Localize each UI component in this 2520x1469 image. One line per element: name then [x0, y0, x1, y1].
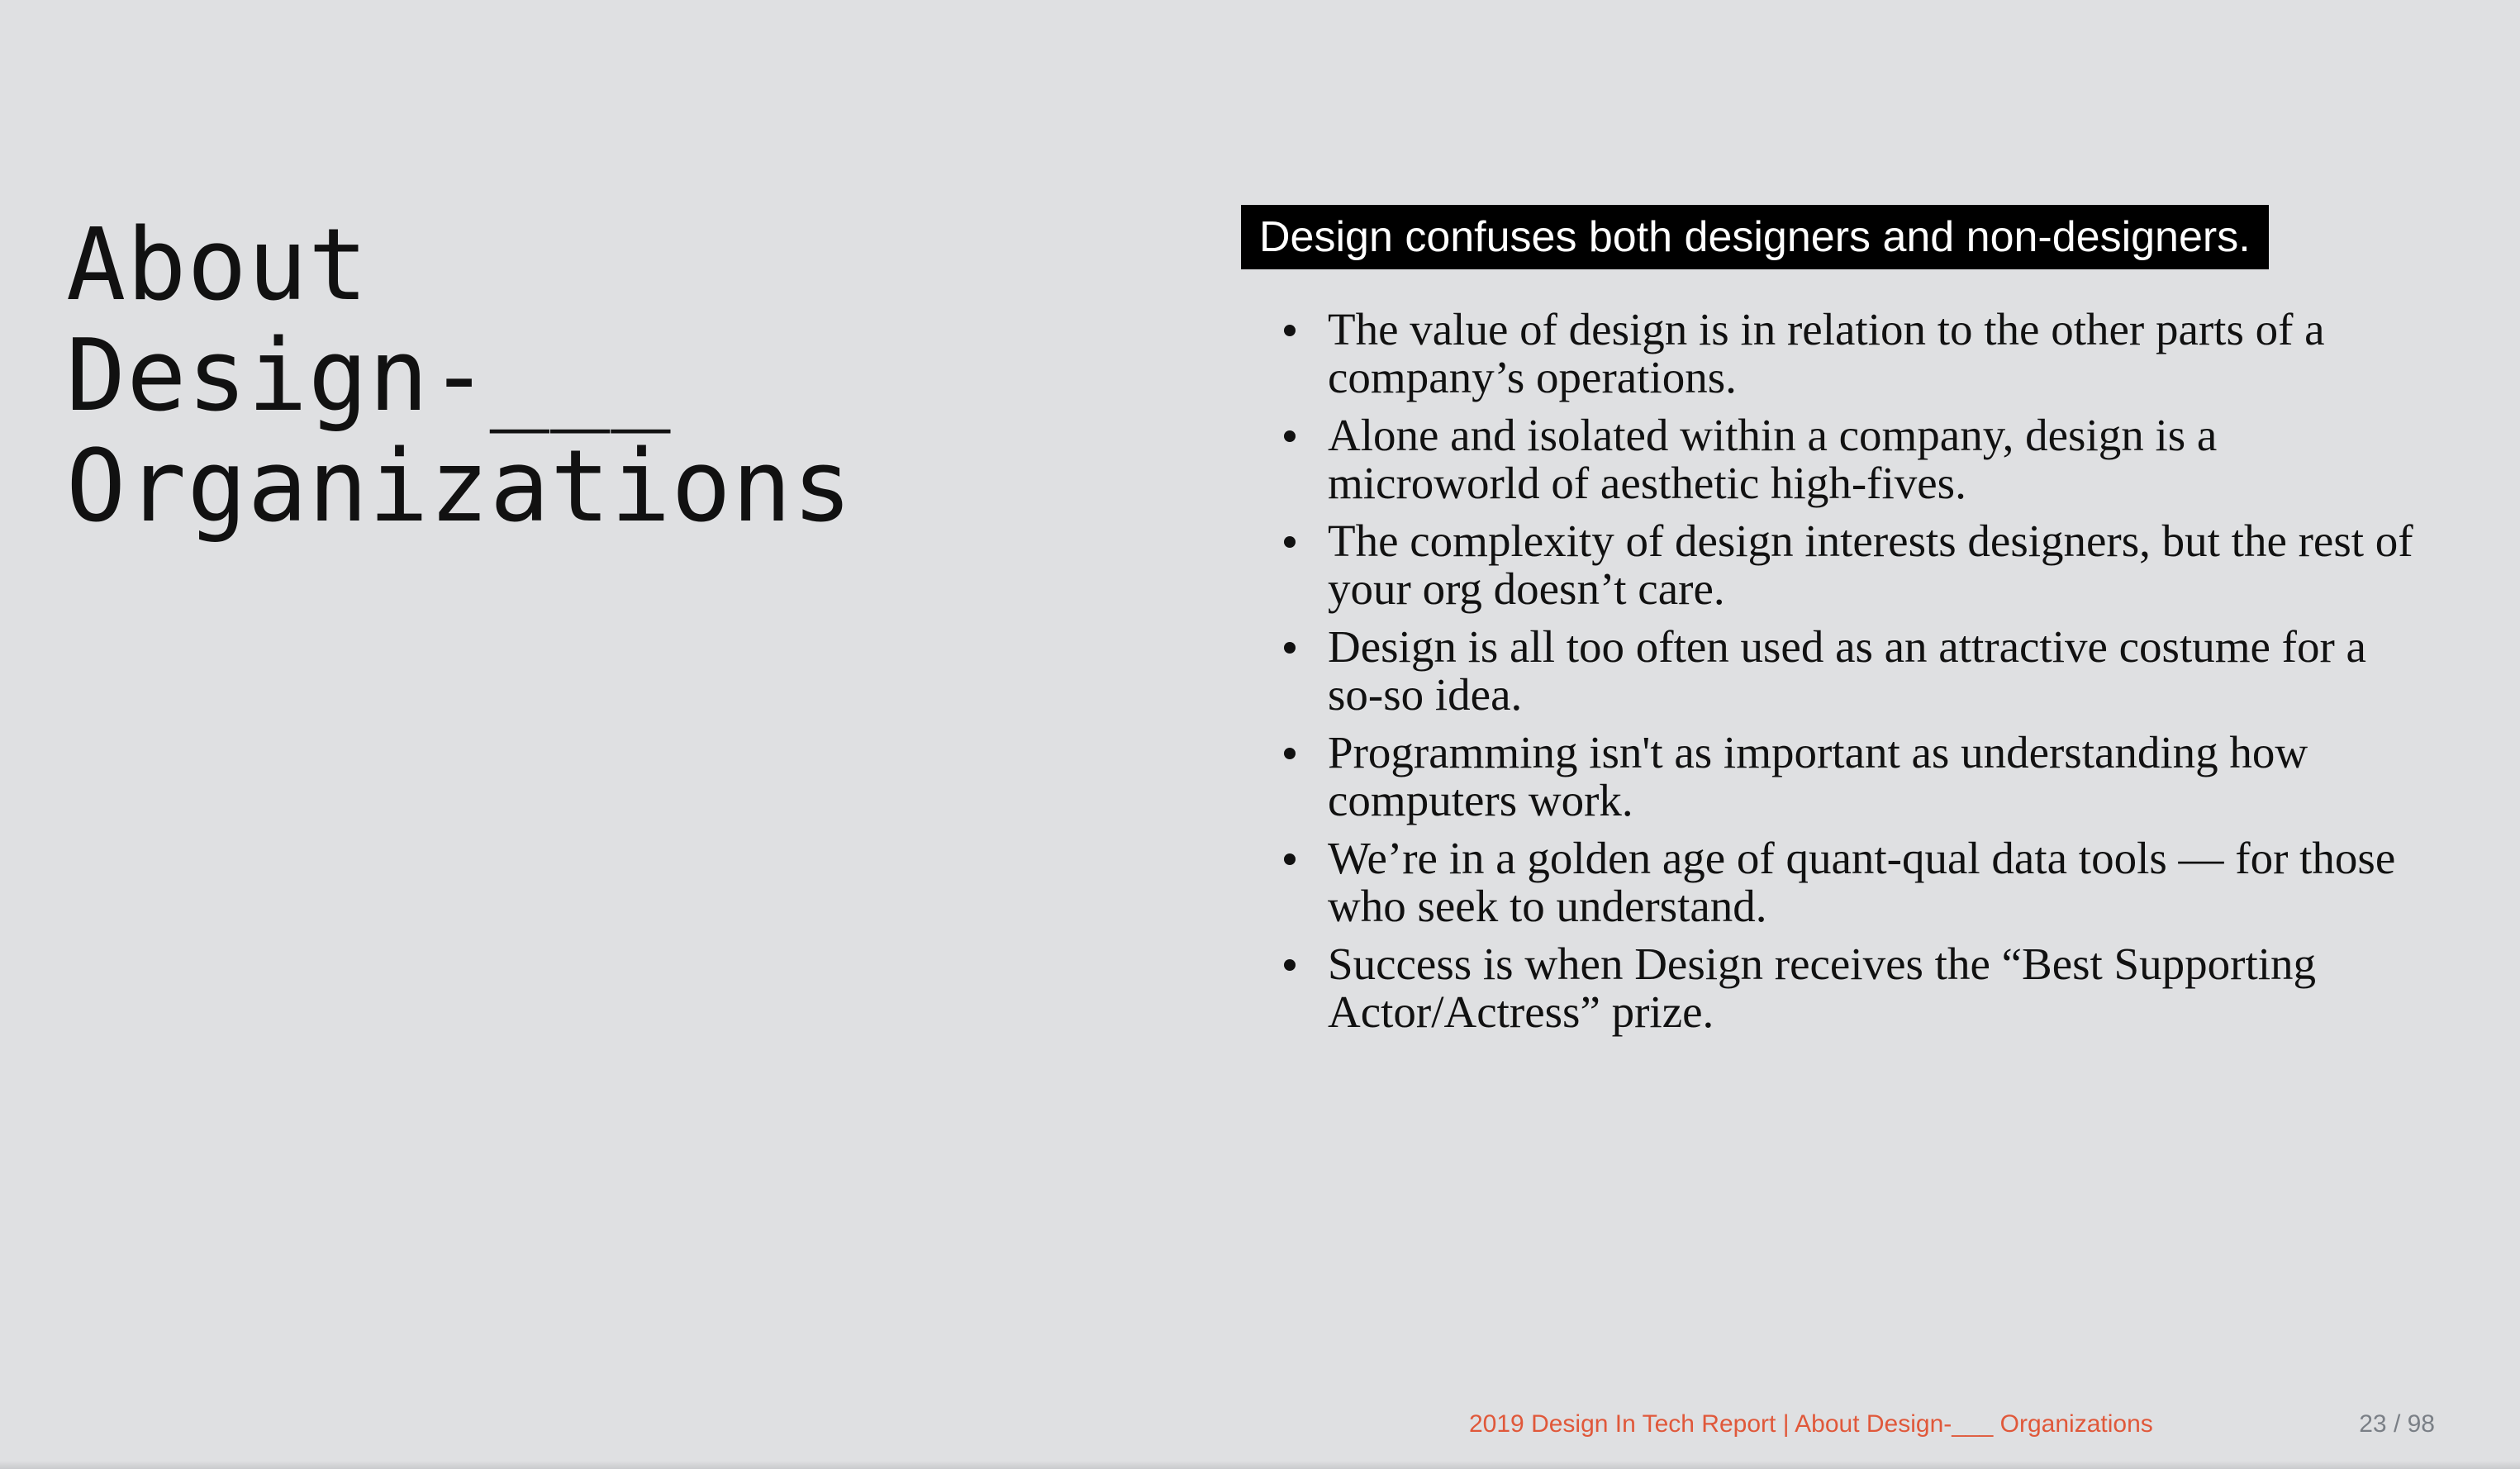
bullet-dot-icon — [1284, 748, 1296, 759]
bullet-text: The value of design is in relation to th… — [1328, 304, 2325, 402]
bullet-text: Design is all too often used as an attra… — [1328, 621, 2366, 720]
content-column: Design confuses both designers and non-d… — [1241, 205, 2431, 1046]
bullet-list: The value of design is in relation to th… — [1241, 306, 2431, 1036]
bottom-divider — [0, 1461, 2520, 1469]
bullet-dot-icon — [1284, 430, 1296, 442]
title-line-2: Design-___ — [66, 319, 672, 434]
title-line-3: Organizations — [66, 430, 853, 544]
bullet-dot-icon — [1284, 325, 1296, 336]
headline-banner: Design confuses both designers and non-d… — [1241, 205, 2269, 269]
bullet-dot-icon — [1284, 642, 1296, 654]
bullet-dot-icon — [1284, 536, 1296, 548]
bullet-text: Success is when Design receives the “Bes… — [1328, 939, 2317, 1037]
list-item: The value of design is in relation to th… — [1241, 306, 2431, 402]
list-item: Success is when Design receives the “Bes… — [1241, 940, 2431, 1036]
list-item: We’re in a golden age of quant-qual data… — [1241, 834, 2431, 930]
bullet-text: Programming isn't as important as unders… — [1328, 727, 2308, 825]
list-item: Design is all too often used as an attra… — [1241, 623, 2431, 719]
list-item: The complexity of design interests desig… — [1241, 517, 2431, 613]
bullet-dot-icon — [1284, 959, 1296, 971]
list-item: Alone and isolated within a company, des… — [1241, 411, 2431, 507]
footer-report-link[interactable]: 2019 Design In Tech Report | About Desig… — [1469, 1410, 2153, 1438]
title-line-1: About — [66, 208, 369, 323]
page-number: 23 / 98 — [2359, 1410, 2435, 1438]
list-item: Programming isn't as important as unders… — [1241, 729, 2431, 825]
bullet-text: The complexity of design interests desig… — [1328, 516, 2413, 614]
bullet-dot-icon — [1284, 853, 1296, 865]
bullet-text: Alone and isolated within a company, des… — [1328, 410, 2218, 508]
slide-title: About Design-___ Organizations — [66, 211, 1140, 543]
bullet-text: We’re in a golden age of quant-qual data… — [1328, 833, 2396, 931]
